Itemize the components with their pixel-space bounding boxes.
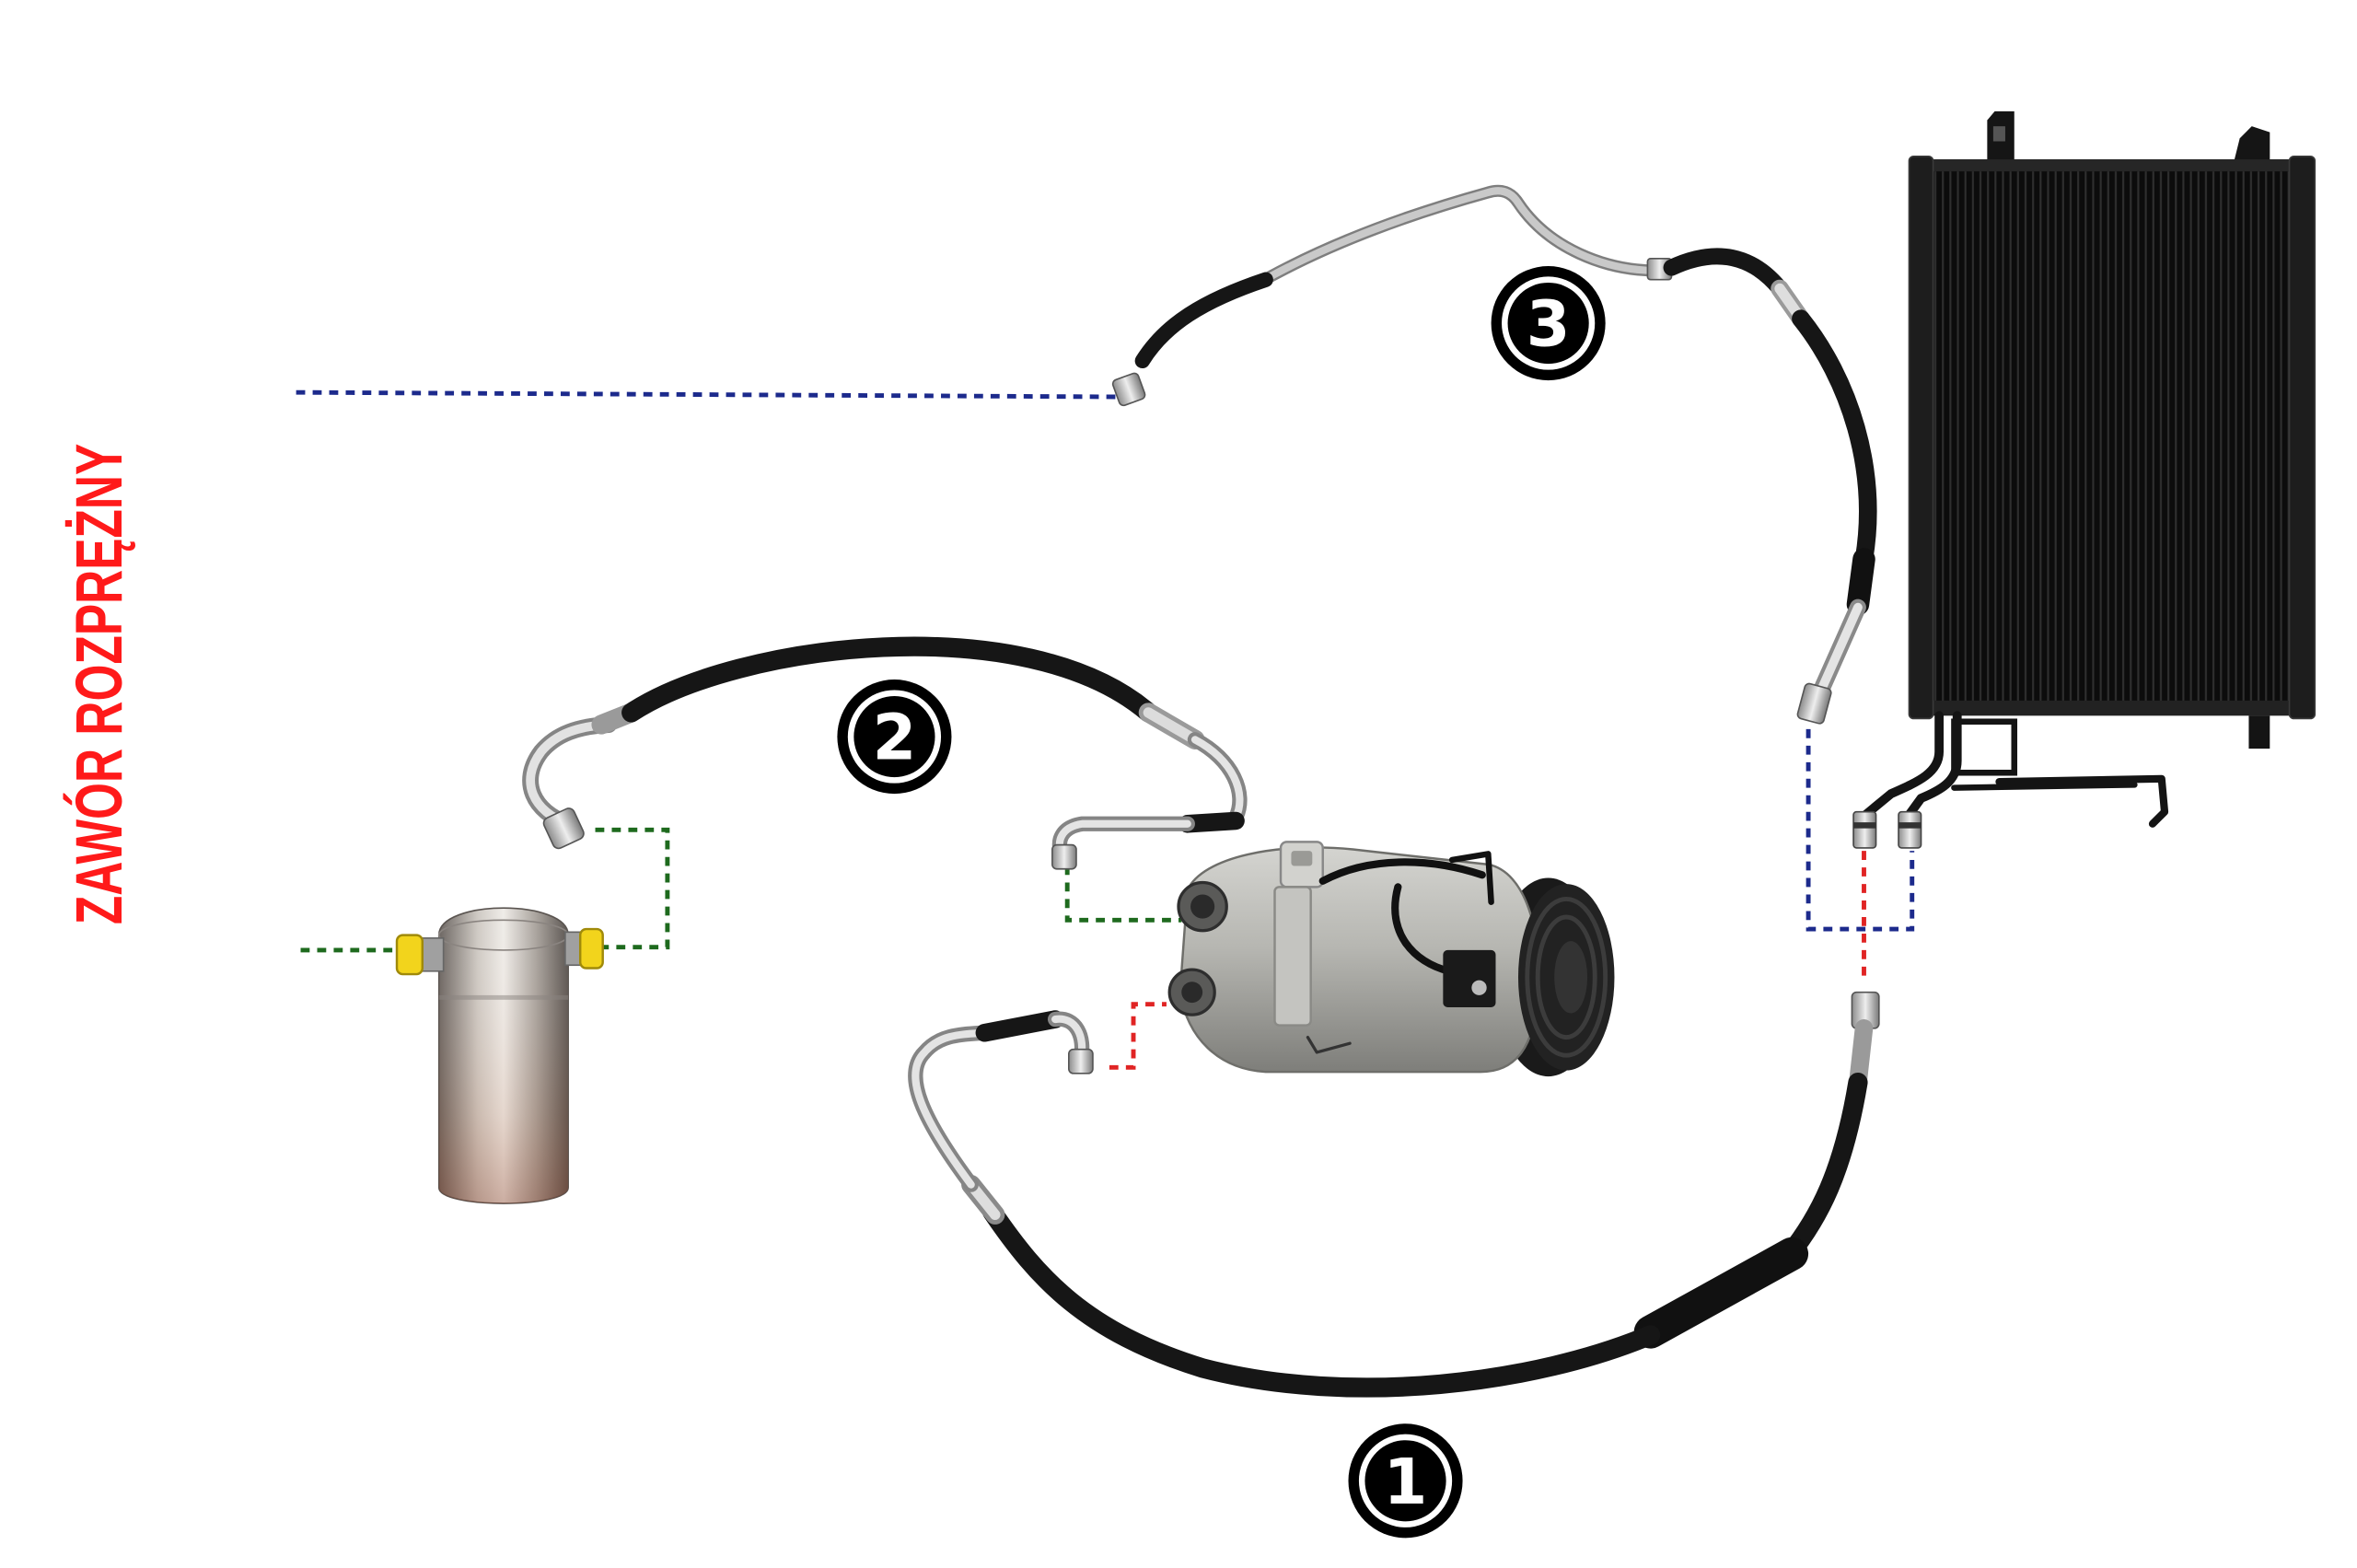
dotted-line-green-drier-right xyxy=(595,827,670,950)
hose-marker-1-number: 1 xyxy=(1384,1446,1428,1519)
drier-cap-right xyxy=(578,927,604,970)
hose-1 xyxy=(908,991,1880,1398)
dotted-line-blue-condenser xyxy=(1805,728,1915,932)
hose-3 xyxy=(1111,184,1877,725)
condenser-core xyxy=(1933,171,2292,707)
dotted-connections xyxy=(296,389,1915,1070)
condenser-tab-right xyxy=(2234,126,2270,163)
drier-cap-left xyxy=(395,934,424,976)
condenser-bracket xyxy=(1951,718,2018,776)
condenser xyxy=(1852,110,2316,849)
hose-marker-1: 1 xyxy=(1348,1423,1463,1539)
hose-marker-2-number: 2 xyxy=(873,702,917,775)
dotted-line-blue-top xyxy=(296,389,1125,400)
compressor xyxy=(1167,841,1615,1077)
compressor-connector xyxy=(1443,949,1496,1007)
condenser-tank-right xyxy=(2288,155,2316,720)
hose-marker-3-number: 3 xyxy=(1527,288,1571,362)
dotted-line-red-compressor xyxy=(1109,1002,1167,1070)
hose-3-fitting-top xyxy=(1111,372,1146,407)
hose-marker-3: 3 xyxy=(1491,266,1606,381)
hose-marker-2: 2 xyxy=(837,679,952,795)
hose-2 xyxy=(522,636,1248,870)
dotted-line-green-compressor xyxy=(1064,865,1182,923)
expansion-valve-label: ZAWÓR ROZPRĘŻNY xyxy=(62,444,136,924)
condenser-fitting-right xyxy=(1898,810,1922,849)
condenser-tank-left xyxy=(1908,155,1934,720)
hose-1-fitting-compressor xyxy=(1068,1048,1094,1074)
hose-2-fitting-compressor xyxy=(1051,843,1077,870)
hose-2-fitting-drier xyxy=(542,807,585,850)
compressor-rib xyxy=(1273,886,1312,1027)
condenser-fitting-left xyxy=(1852,810,1877,849)
hose-3-fitting-bottom xyxy=(1796,682,1832,725)
receiver-drier xyxy=(395,907,604,1204)
